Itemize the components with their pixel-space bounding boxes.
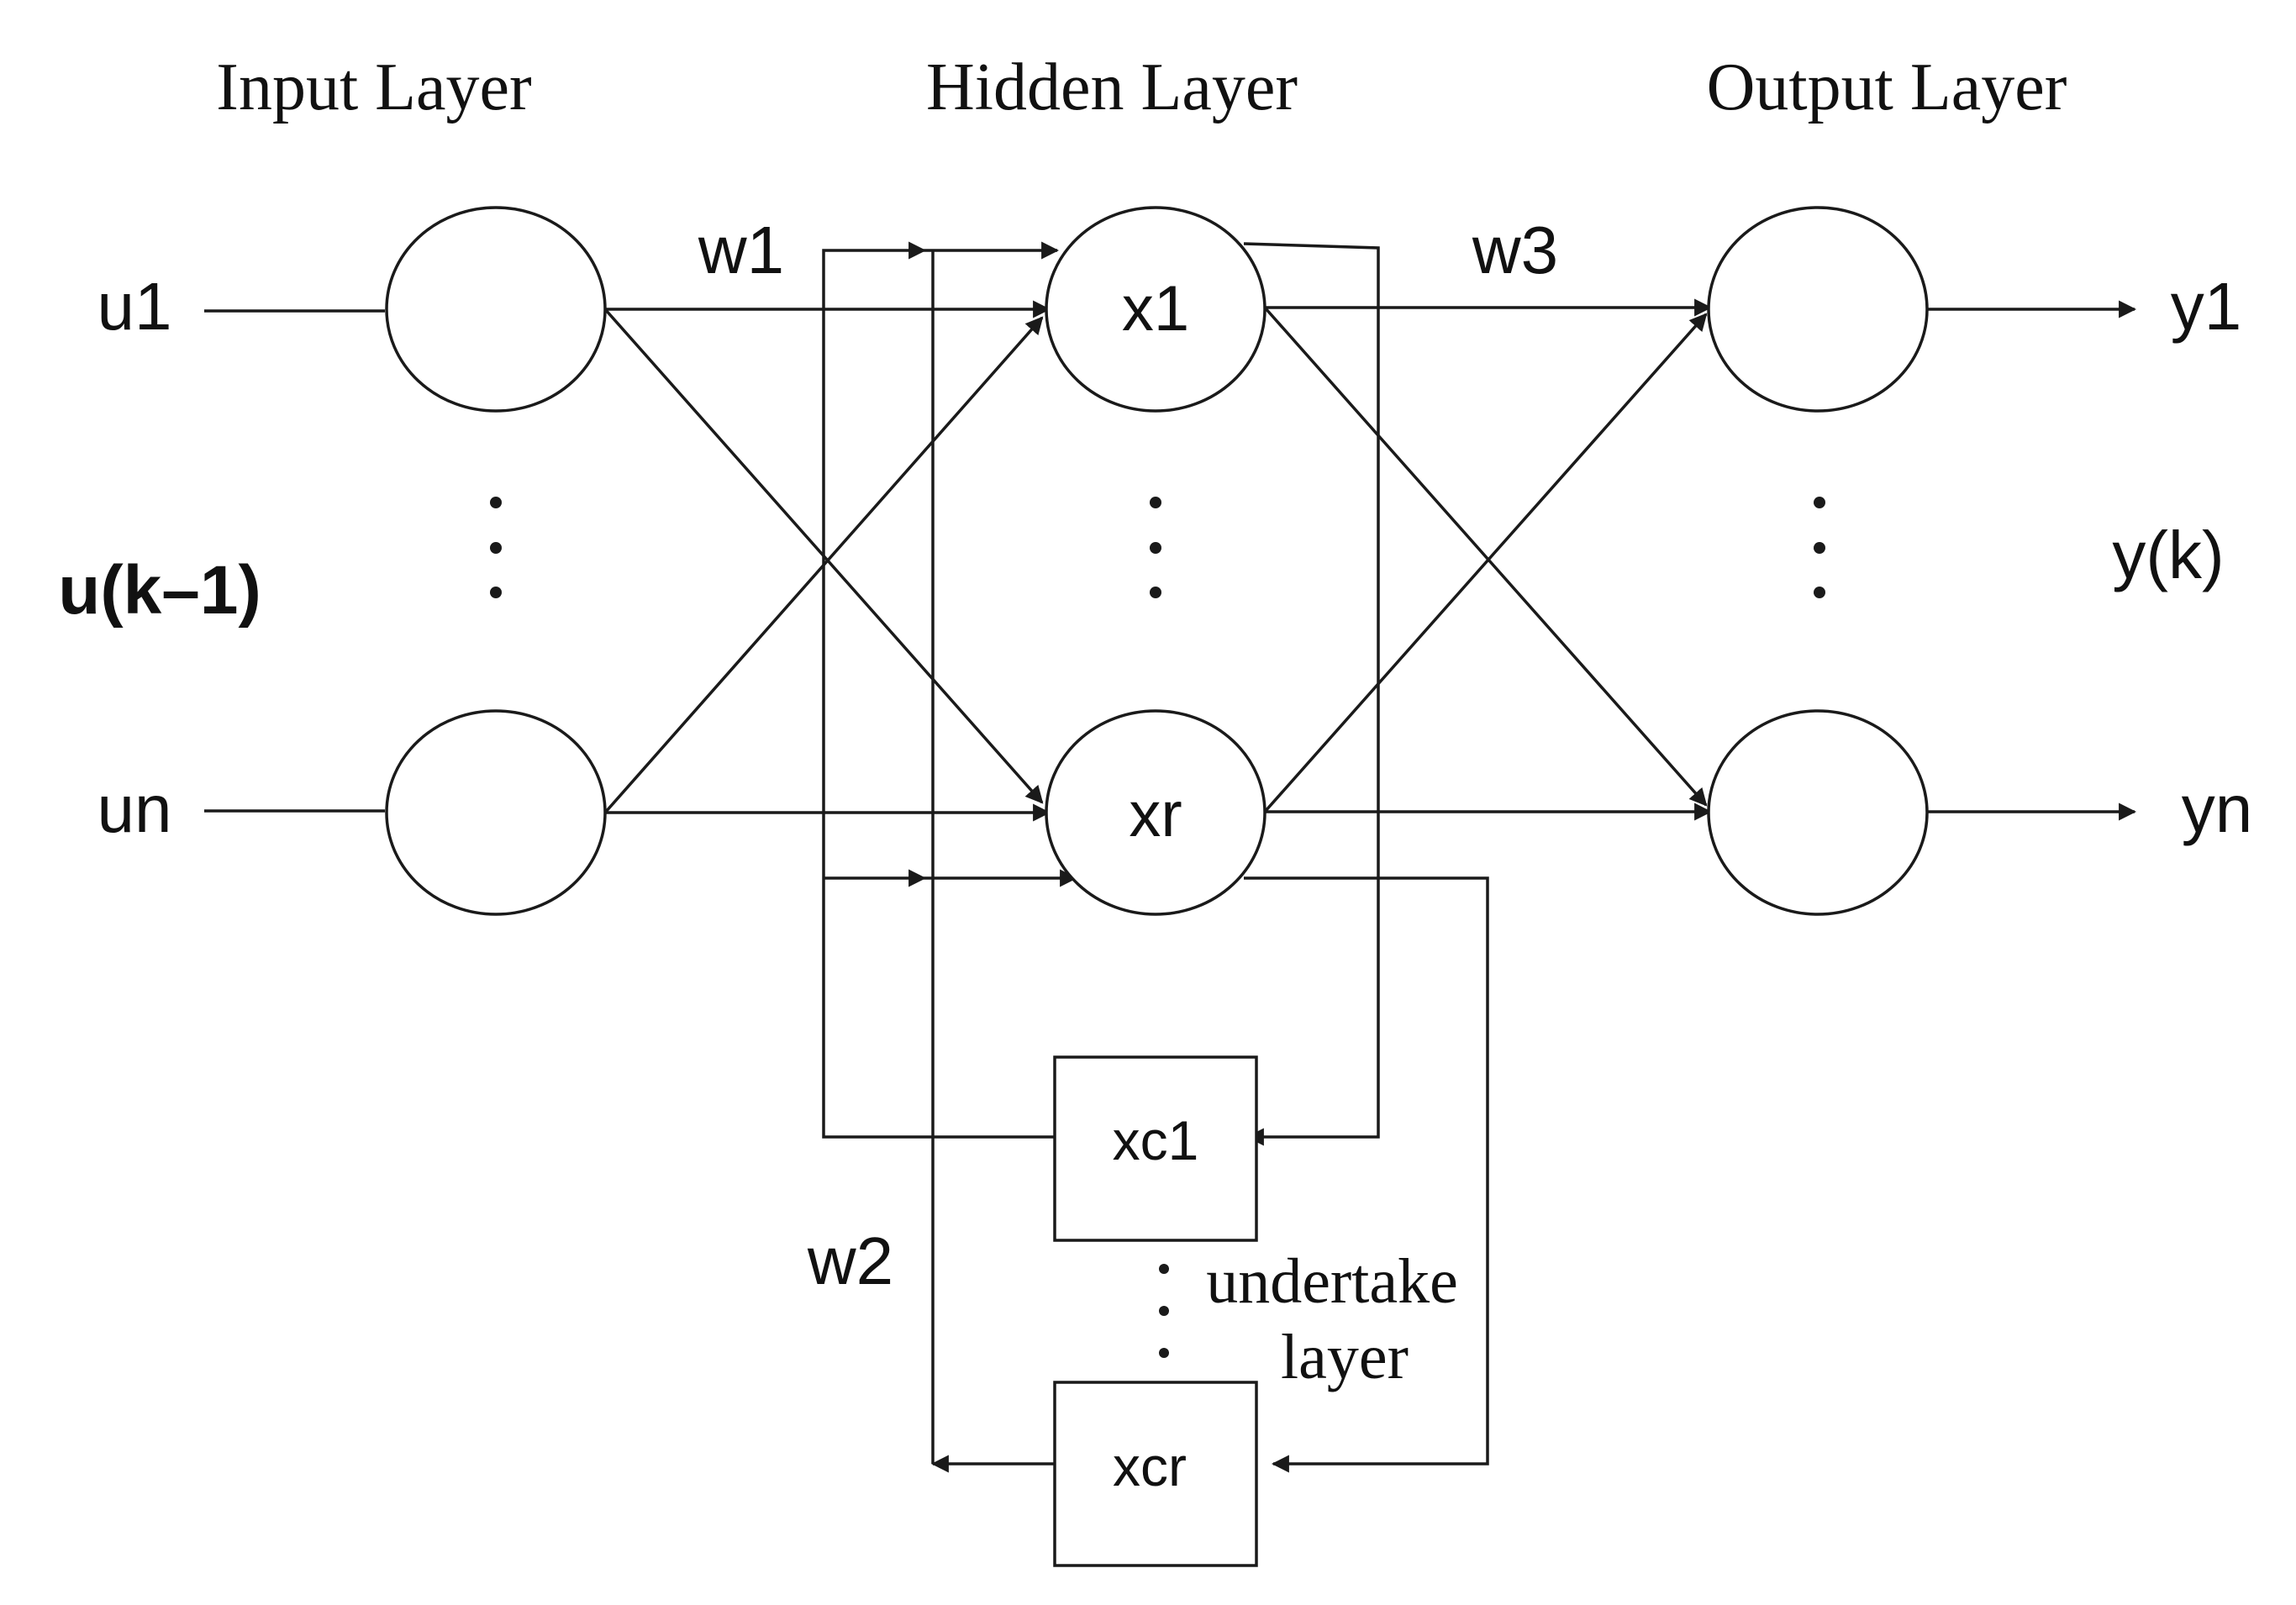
context-ellipsis-dot: [1159, 1306, 1169, 1316]
input-label-un: un: [97, 771, 172, 846]
context-layer-title-line2: layer: [1281, 1322, 1409, 1392]
output-label-y1: y1: [2171, 269, 2242, 344]
output-layer: [1707, 206, 1929, 916]
weight-label-w3: w3: [1472, 213, 1558, 287]
context-node-xcr-label: xcr: [1113, 1435, 1187, 1497]
input-node-n: [385, 709, 607, 916]
output-layer-title: Output Layer: [1707, 50, 2067, 124]
hidden-node-x1-label: x1: [1122, 273, 1189, 345]
context-node-xc1: [1053, 1055, 1258, 1242]
hidden-to-output-connections: [1263, 298, 2137, 821]
xr-to-xcr-copy-line: [1244, 876, 1489, 1473]
hidden-node-xr: [1045, 709, 1266, 916]
hidden-node-xr-label: xr: [1129, 779, 1182, 850]
weight-label-w1: w1: [698, 213, 784, 287]
weight-label-w2: w2: [807, 1223, 893, 1298]
input-ellipsis-dot: [490, 497, 502, 508]
edge-x1-yn: [1263, 306, 1708, 807]
output-ellipsis-dot: [1814, 497, 1825, 508]
output-node-1: [1707, 206, 1929, 413]
hidden-layer-title: Hidden Layer: [926, 50, 1298, 124]
output-ellipsis-dot: [1814, 542, 1825, 554]
hidden-layer: x1 xr: [1045, 206, 1266, 916]
context-feedback-loops: [822, 241, 1489, 1473]
input-layer: [385, 206, 607, 916]
input-ellipsis-dot: [490, 542, 502, 554]
context-layer: xc1 xcr undertake layer: [1053, 1055, 1458, 1567]
output-node-n: [1707, 709, 1929, 916]
hidden-ellipsis-dot: [1150, 542, 1161, 554]
input-ellipsis-dot: [490, 587, 502, 598]
xc1-feedback-line: [822, 241, 1055, 1139]
edge-xr-y1: [1263, 313, 1708, 813]
output-label-yn: yn: [2182, 771, 2253, 846]
context-node-xc1-label: xc1: [1113, 1109, 1199, 1171]
context-ellipsis-dot: [1159, 1348, 1169, 1358]
output-ellipsis-dot: [1814, 587, 1825, 598]
input-label-u1: u1: [97, 269, 172, 344]
hidden-node-x1: [1045, 206, 1266, 413]
context-node-xcr: [1053, 1381, 1258, 1567]
output-vector-label: y(k): [2112, 518, 2224, 592]
input-node-1: [385, 206, 607, 413]
x1-to-xc1-copy-line: [1243, 242, 1380, 1146]
hidden-ellipsis-dot: [1150, 497, 1161, 508]
input-to-hidden-connections: [204, 300, 1051, 822]
input-vector-label: u(k–1): [58, 552, 261, 629]
context-ellipsis-dot: [1159, 1264, 1169, 1274]
context-layer-title-line1: undertake: [1206, 1246, 1458, 1317]
hidden-ellipsis-dot: [1150, 587, 1161, 598]
input-layer-title: Input Layer: [216, 50, 531, 124]
